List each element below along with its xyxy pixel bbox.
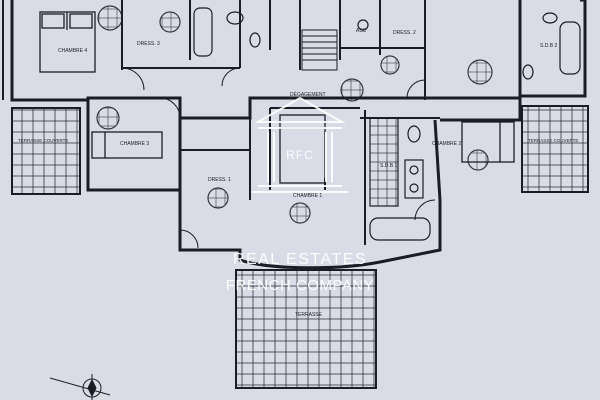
- exterior-walls: [2, 0, 587, 270]
- room-label-terrasse: TERRASSE: [295, 312, 323, 318]
- terrace-bottom: [235, 269, 377, 389]
- room-label-terrasse-couverte-left: TERRASSE COUVERTE: [18, 138, 68, 143]
- bed-chambre3: [91, 131, 163, 159]
- watermark-line1: REAL ESTATES: [233, 251, 367, 268]
- compass-icon: [49, 374, 111, 400]
- room-label-asc: ASC: [356, 28, 367, 34]
- watermark-line2: FRENCH COMPANY: [226, 277, 374, 294]
- room-label-degagement: DÉGAGEMENT: [290, 91, 326, 98]
- room-label-sdb1: S.D.B 1: [380, 163, 397, 169]
- bed-chambre4: [39, 11, 96, 73]
- interior-walls: [121, 0, 440, 245]
- door-swings: [121, 67, 436, 249]
- room-label-chambre1: CHAMBRE 1: [293, 193, 322, 199]
- room-label-chambre2: CHAMBRE 2: [432, 141, 461, 147]
- room-label-chambre3: CHAMBRE 3: [120, 141, 149, 147]
- room-label-dress3: DRESS. 3: [137, 41, 160, 47]
- room-label-sdb2: S.D.B 2: [540, 43, 557, 49]
- rfc-watermark: RFC REAL ESTATES FRENCH COMPANY: [226, 96, 374, 294]
- terrace-left: [11, 107, 81, 195]
- room-label-terrasse-couverte-right: TERRASSE COUVERTE: [528, 138, 578, 143]
- fixture-markers: [96, 5, 493, 224]
- staircase: [301, 29, 338, 71]
- terrace-right: [521, 105, 589, 193]
- room-label-dress1: DRESS. 1: [208, 177, 231, 183]
- watermark-monogram: RFC: [286, 148, 314, 162]
- room-label-dress2: DRESS. 2: [393, 30, 416, 36]
- temple-logo-icon: [252, 96, 348, 193]
- room-label-chambre4: CHAMBRE 4: [58, 48, 87, 54]
- bath-fixtures: [193, 7, 581, 241]
